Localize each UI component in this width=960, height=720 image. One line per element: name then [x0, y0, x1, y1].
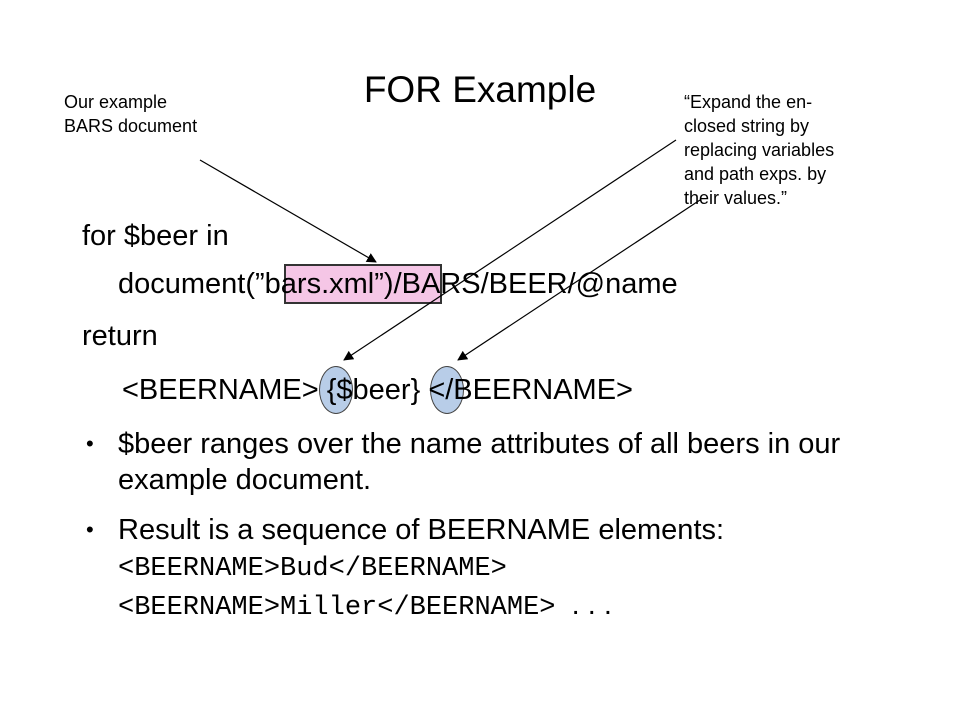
slide-title: FOR Example	[363, 69, 597, 110]
bullet-text: $beer ranges over the name attributes of…	[118, 428, 841, 496]
code-for-clause: for $beer in	[82, 220, 229, 252]
code-left-brace: {	[326, 374, 337, 406]
code-close-tag: </BEERNAME>	[428, 374, 633, 406]
bullet-list: • $beer ranges over the name attributes …	[82, 426, 882, 640]
bullet-item: • Result is a sequence of BEERNAME eleme…	[82, 512, 882, 626]
bullet-icon: •	[86, 431, 94, 456]
bullet-item: • $beer ranges over the name attributes …	[82, 426, 882, 498]
left-brace-highlight	[319, 366, 353, 414]
arrow-to-right-brace	[457, 199, 701, 361]
ellipsis: . . .	[571, 589, 612, 621]
bud-element: <BEERNAME>Bud</BEERNAME>	[118, 554, 507, 584]
code-path-expression: )/BARS/BEER/@name	[383, 268, 678, 300]
callout-right-line: their values.”	[684, 188, 788, 208]
code-beername-element: <BEERNAME> {$beer} </BEERNAME>	[122, 372, 633, 408]
right-brace-highlight	[430, 366, 464, 414]
arrow-to-left-brace	[343, 139, 677, 361]
code-document-path: document(”bars.xml”)/BARS/BEER/@name	[118, 266, 678, 302]
callout-expand-string: “Expand the en- closed string by replaci…	[684, 90, 914, 210]
callout-right-line: and path exps. by	[684, 164, 827, 184]
bullet-text: Result is a sequence of BEERNAME element…	[118, 514, 725, 546]
bullet-code-line: <BEERNAME>Miller</BEERNAME> . . .	[118, 587, 882, 626]
arrow-to-bars-xml	[199, 159, 377, 263]
callout-left-line: Our example	[64, 92, 168, 112]
code-document-call: document(	[118, 268, 256, 300]
bullet-icon: •	[86, 517, 94, 542]
miller-element: <BEERNAME>Miller</BEERNAME>	[118, 593, 556, 623]
callout-right-line: closed string by	[684, 116, 810, 136]
callout-bars-document: Our example BARS document	[64, 90, 264, 138]
code-right-brace: }	[410, 374, 421, 406]
bars-xml-highlight	[284, 264, 442, 304]
code-bars-xml: ”bars.xml”	[255, 268, 384, 300]
callout-left-line: BARS document	[64, 116, 198, 136]
callout-right-line: “Expand the en-	[684, 92, 813, 112]
code-open-tag: <BEERNAME>	[122, 374, 319, 406]
code-beer-var: $beer	[336, 374, 411, 406]
code-return: return	[82, 320, 158, 352]
callout-right-line: replacing variables	[684, 140, 835, 160]
bullet-code-line: <BEERNAME>Bud</BEERNAME>	[118, 548, 882, 587]
